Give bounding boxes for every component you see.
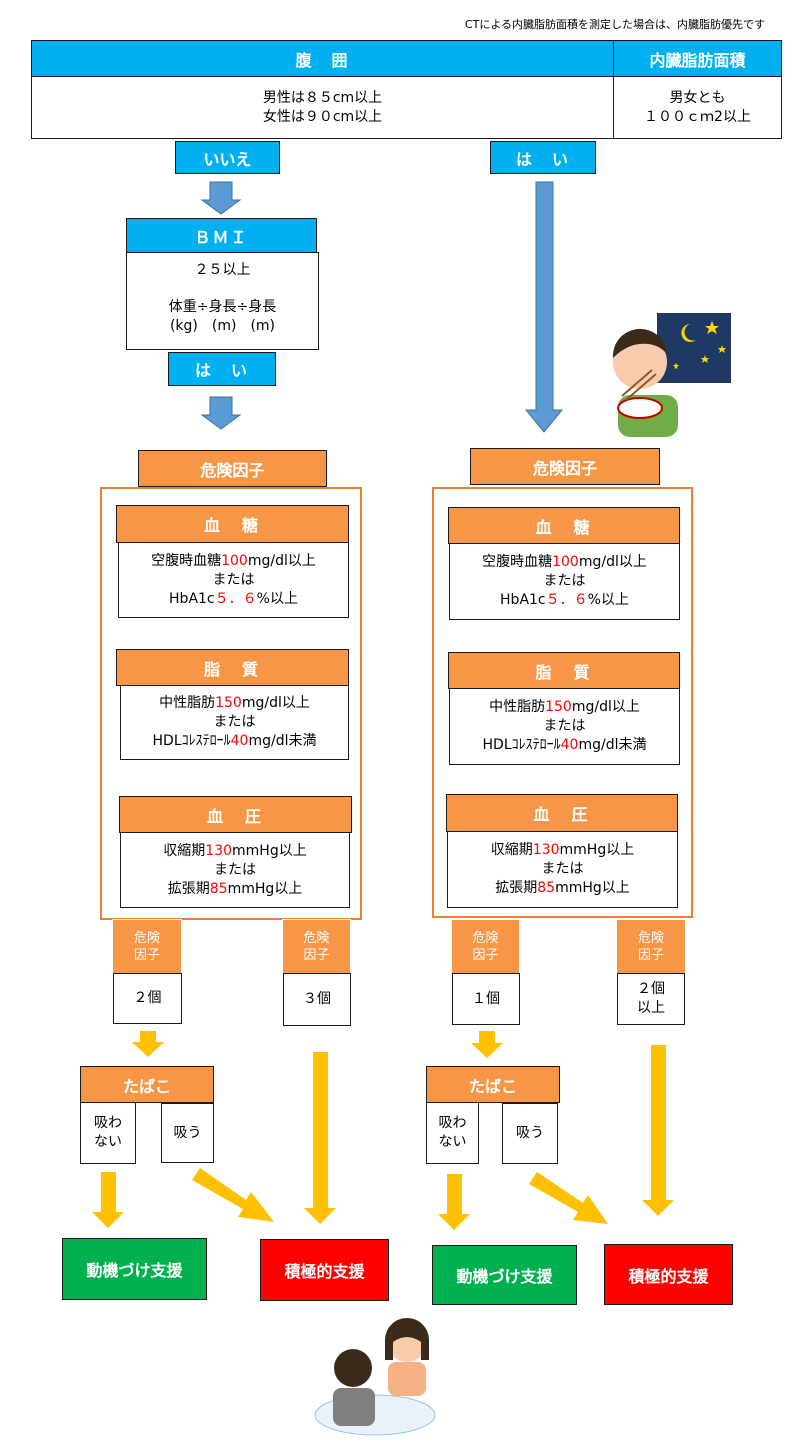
- factor-label-left-b: 危険因子: [282, 919, 351, 974]
- answer-yes-bmi: は い: [168, 352, 276, 386]
- lipid-header-right: 脂 質: [448, 652, 680, 689]
- tobacco-header-left: たばこ: [80, 1066, 214, 1103]
- bmi-units: (kg) (m) (m): [169, 318, 276, 334]
- bmi-value: ２５以上: [194, 262, 251, 278]
- result-active-right: 積極的支援: [604, 1244, 733, 1305]
- factor-count-left-a: ２個: [113, 973, 182, 1024]
- factor-label-right-a: 危険因子: [451, 919, 520, 974]
- tobacco-header-right: たばこ: [426, 1066, 560, 1103]
- waist-criteria: 男性は８５cm以上 女性は９０cm以上: [31, 76, 614, 139]
- arrow-down-icon: [471, 1031, 503, 1058]
- arrow-down-icon: [304, 1052, 336, 1224]
- eating-at-night-illustration: [612, 313, 731, 437]
- bmi-formula: 体重÷身長÷身長: [168, 299, 277, 315]
- arrow-down-icon: [200, 396, 242, 430]
- factor-count-right-a: １個: [452, 973, 520, 1025]
- lipid-criteria-right: 中性脂肪150mg/dl以上 または HDLｺﾚｽﾃﾛｰﾙ40mg/dl未満: [449, 688, 680, 765]
- waist-male: 男性は８５cm以上: [262, 89, 383, 106]
- result-active-left: 積極的支援: [260, 1239, 389, 1301]
- answer-yes-waist: は い: [490, 141, 596, 174]
- glucose-header-left: 血 糖: [116, 505, 349, 543]
- answer-no: いいえ: [175, 141, 280, 174]
- result-motivation-right: 動機づけ支援: [432, 1245, 577, 1305]
- glucose-criteria-right: 空腹時血糖100mg/dl以上 または HbA1c５．６%以上: [449, 543, 680, 620]
- result-motivation-left: 動機づけ支援: [62, 1238, 207, 1300]
- lipid-criteria-left: 中性脂肪150mg/dl以上 または HDLｺﾚｽﾃﾛｰﾙ40mg/dl未満: [120, 685, 349, 760]
- glucose-criteria-left: 空腹時血糖100mg/dl以上 または HbA1c５．６%以上: [118, 542, 349, 618]
- factor-count-left-b: ３個: [283, 973, 351, 1026]
- tobacco-yes-left: 吸う: [161, 1103, 214, 1163]
- visceral-fat-header: 内臓脂肪面積: [613, 40, 782, 77]
- visceral-line-2: １００ｃｍ2以上: [644, 108, 751, 125]
- arrow-down-icon: [642, 1045, 674, 1216]
- arrow-down-icon: [524, 181, 564, 433]
- risk-factor-frame-right: [432, 487, 693, 918]
- visceral-criteria: 男女とも １００ｃｍ2以上: [613, 76, 782, 139]
- consultation-illustration: [314, 1318, 436, 1436]
- waist-female: 女性は９０cm以上: [262, 108, 383, 125]
- factor-label-left-a: 危険因子: [112, 919, 182, 974]
- risk-factor-header-left: 危険因子: [138, 450, 327, 487]
- risk-factor-header-right: 危険因子: [470, 448, 660, 485]
- risk-factor-frame-left: [100, 487, 362, 920]
- pressure-criteria-right: 収縮期130mmHg以上 または 拡張期85mmHg以上: [447, 831, 678, 908]
- tobacco-no-right: 吸わない: [426, 1102, 479, 1164]
- glucose-header-right: 血 糖: [448, 507, 680, 544]
- arrow-down-icon: [92, 1172, 124, 1228]
- ct-note: CTによる内臓脂肪面積を測定した場合は、内臓脂肪優先です: [464, 18, 765, 31]
- arrow-diagonal-icon: [192, 1168, 274, 1222]
- bmi-criteria: ２５以上 体重÷身長÷身長 (kg) (m) (m): [126, 252, 319, 350]
- visceral-line-1: 男女とも: [669, 89, 726, 106]
- arrow-down-icon: [438, 1174, 470, 1230]
- arrow-down-icon: [132, 1031, 164, 1057]
- arrow-diagonal-icon: [529, 1172, 608, 1224]
- pressure-header-left: 血 圧: [119, 796, 352, 833]
- arrow-down-icon: [200, 181, 242, 215]
- tobacco-yes-right: 吸う: [502, 1103, 558, 1164]
- pressure-criteria-left: 収縮期130mmHg以上 または 拡張期85mmHg以上: [120, 832, 350, 908]
- tobacco-no-left: 吸わない: [80, 1102, 136, 1164]
- factor-count-right-b: ２個以上: [617, 973, 685, 1025]
